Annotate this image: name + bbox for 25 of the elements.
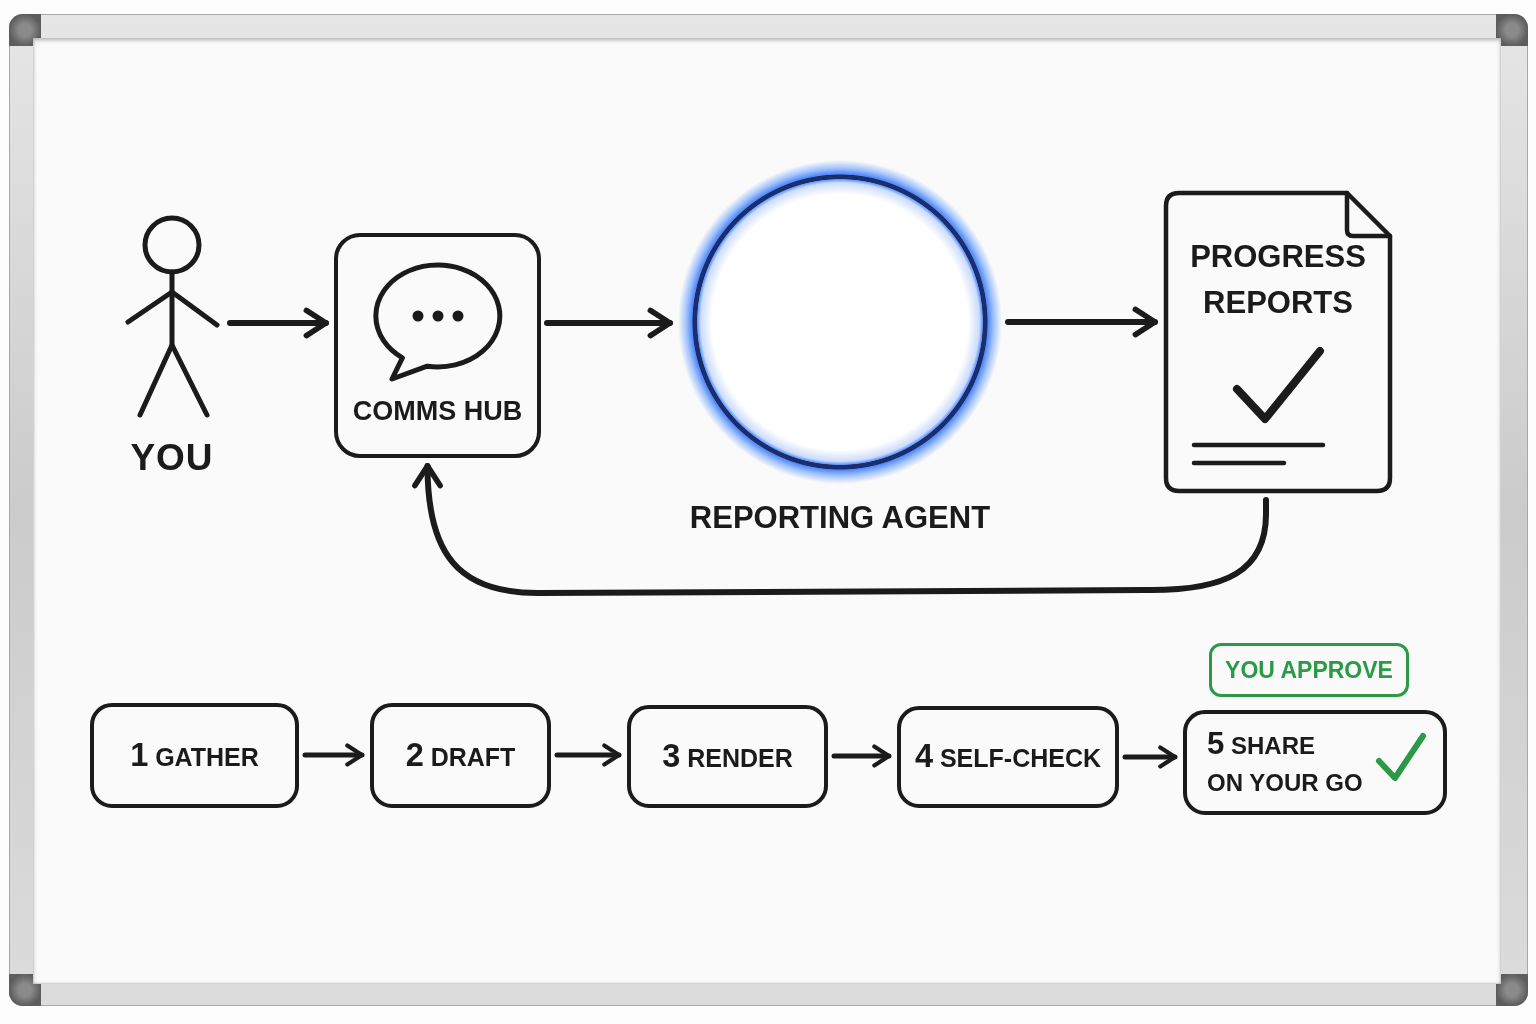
step-box xyxy=(1183,710,1447,815)
node-label: COMMS HUB xyxy=(352,395,523,428)
step-box xyxy=(370,703,551,808)
step-box xyxy=(897,706,1119,808)
curved-arrow xyxy=(412,463,1269,596)
step-label: 1 GATHER xyxy=(130,735,259,775)
step-label: 4 SELF-CHECK xyxy=(914,737,1102,776)
arrow xyxy=(1122,745,1178,769)
arrow xyxy=(1005,306,1158,338)
step-label: 2 DRAFT xyxy=(405,735,516,775)
node-label: REPORTING AGENT xyxy=(689,499,991,537)
step-box xyxy=(627,705,828,808)
step-label: 3 RENDER xyxy=(662,736,793,776)
arrow xyxy=(544,307,673,339)
arrow xyxy=(831,744,892,768)
step-label: 5 SHARE ON YOUR GO xyxy=(1207,724,1363,798)
hub-box xyxy=(334,233,541,458)
step-box xyxy=(90,703,299,808)
node-label: YOU xyxy=(130,438,214,478)
tag-label: YOU APPROVE xyxy=(1225,656,1393,685)
arrow xyxy=(554,743,622,767)
node-label: PROGRESS REPORTS xyxy=(1189,238,1367,322)
arrow xyxy=(302,743,365,767)
approval-tag xyxy=(1209,643,1409,697)
arrow xyxy=(227,307,329,339)
